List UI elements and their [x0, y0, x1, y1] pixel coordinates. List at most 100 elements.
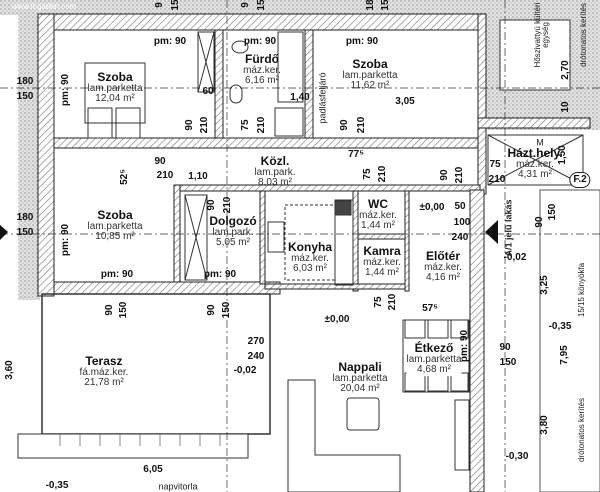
dimension-label: 150 — [16, 227, 34, 238]
dimension-label: 75 — [489, 159, 501, 170]
room-floor: lam.parketta — [87, 82, 143, 94]
dimension-label: 6,05 — [143, 464, 163, 475]
dimension-label: 7,95 — [559, 345, 570, 365]
dimension-label: pm: 90 — [243, 36, 277, 47]
dimension-label: 150 — [221, 301, 232, 319]
room-floor: lam.parketta — [342, 69, 398, 81]
room-floor: máz.ker. — [516, 158, 554, 170]
dimension-label: 3,05 — [395, 96, 415, 107]
level-label: -0,02 — [503, 252, 527, 263]
dimension-label: 77⁵ — [348, 149, 364, 160]
sunshade-note: napvitorla — [158, 481, 198, 492]
level-label: -0,30 — [505, 451, 529, 462]
heat-pump-note: Hőszivattyú kültéri egység — [533, 2, 550, 68]
room-name: Szoba — [97, 208, 133, 223]
room-haztartasi-helyiseg: Házt.hely.máz.ker.4,31 m² — [507, 147, 562, 181]
room-area: 6,03 m² — [293, 263, 327, 275]
dimension-label: pm: 90 — [203, 269, 237, 280]
room-area: 21,78 m² — [84, 377, 124, 389]
level-label: ±0,00 — [324, 314, 350, 325]
section-marker: F.2 — [569, 172, 591, 188]
dimension-label: 1,50 — [557, 145, 568, 165]
dimension-label: 210 — [356, 116, 367, 134]
attic-access-note: padlásfeljáró — [317, 72, 328, 124]
apartment-note: A/1 jelű lakás — [503, 199, 514, 257]
dimension-label: 90 — [206, 199, 217, 211]
room-floor: fá.máz.ker. — [79, 366, 129, 378]
level-label: -0,02 — [233, 365, 257, 376]
dimension-label: 50 — [454, 201, 466, 212]
dimension-label: 150 — [547, 203, 558, 221]
watermark: www.ingatlan.com — [11, 2, 77, 11]
room-name: Fürdő — [244, 52, 279, 67]
room-floor: lam.park. — [212, 226, 254, 238]
dimension-label: 210 — [377, 165, 388, 183]
room-name: Közl. — [260, 154, 290, 169]
dimension-label: pm: 90 — [100, 269, 134, 280]
dimension-label: 57⁵ — [422, 303, 438, 314]
entrance-arrow-icon — [485, 220, 498, 244]
walls — [37, 13, 591, 492]
dimension-label: 90 — [184, 119, 195, 131]
dimension-label: 10 — [560, 101, 571, 113]
room-area: 5,05 m² — [216, 237, 250, 249]
dimension-label: 75 — [362, 168, 373, 180]
dimension-label: 270 — [247, 336, 265, 347]
level-label: -0,35 — [45, 480, 69, 491]
machine-label: M — [536, 137, 544, 148]
room-floor: máz.ker. — [243, 64, 281, 76]
dimension-label: 15 — [170, 0, 181, 11]
dimension-label: 1,10 — [188, 171, 208, 182]
level-label: ±0,00 — [419, 202, 445, 213]
dimension-label: 90 — [206, 304, 217, 316]
room-floor: lam.parketta — [87, 220, 143, 232]
fence-note-top: drótonatos kerítés — [579, 2, 588, 68]
dimension-label: 210 — [156, 170, 174, 181]
room-floor: lam.park. — [254, 166, 296, 178]
fence-note-bottom: drótonatos kerítés — [577, 397, 586, 463]
dimension-label: 75 — [240, 119, 251, 131]
dimension-label: pm: 90 — [153, 36, 187, 47]
room-floor: máz.ker. — [424, 261, 462, 273]
room-area: 4,16 m² — [426, 272, 460, 284]
room-name: Szoba — [97, 70, 133, 85]
dimension-label: 2,70 — [560, 60, 571, 80]
dimension-label: 150 — [499, 357, 517, 368]
dimension-label: 3,25 — [539, 275, 550, 295]
dimension-label: 210 — [488, 174, 506, 185]
dimension-label: 90 — [154, 156, 166, 167]
room-floor: máz.ker. — [291, 252, 329, 264]
room-area: 4,68 m² — [417, 364, 451, 376]
room-name: Szoba — [352, 57, 388, 72]
room-floor: lam.parketta — [406, 353, 462, 365]
dimension-label: 240 — [451, 232, 469, 243]
dimension-label: 210 — [199, 116, 210, 134]
room-area: 12,04 m² — [95, 93, 135, 105]
level-label: -0,35 — [548, 321, 572, 332]
dimension-label: 100 — [453, 217, 471, 228]
room-name: Kamra — [363, 244, 401, 259]
room-floor: máz.ker. — [359, 209, 397, 221]
room-area: 8,03 m² — [258, 177, 292, 189]
dimension-label: 3,80 — [539, 415, 550, 435]
dimension-label: 150 — [118, 301, 129, 319]
room-floor: lam.parketta — [332, 372, 388, 384]
dimension-label: 210 — [454, 166, 465, 184]
room-name: Étkező — [414, 341, 454, 356]
exterior-ground — [0, 0, 600, 15]
dimension-label: 180 — [16, 76, 34, 87]
room-area: 1,44 m² — [361, 220, 395, 232]
dimension-label: 240 — [247, 351, 265, 362]
room-kozlekedo: Közl.lam.park.8,03 m² — [254, 155, 295, 189]
room-name: Nappali — [338, 360, 382, 375]
dimension-label: pm: 90 — [459, 329, 470, 363]
